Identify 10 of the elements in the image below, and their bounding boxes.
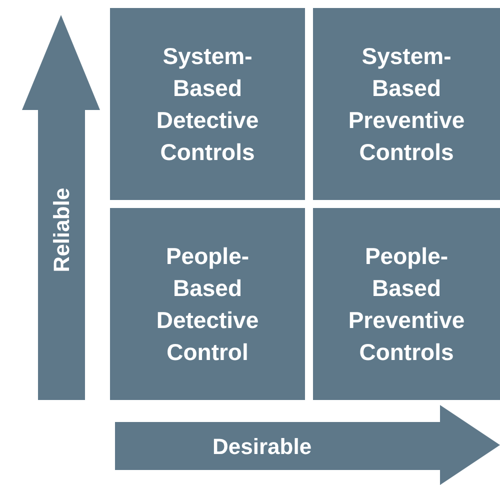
axis-label: Desirable (212, 434, 312, 460)
axis-label: Reliable (49, 188, 76, 272)
quadrant-label: People-Based Preventive Controls (347, 242, 466, 367)
quadrant-box (313, 8, 500, 200)
quadrant-label: System-Based Detective Controls (155, 42, 260, 167)
quadrant-box (110, 208, 305, 400)
quadrant-label: People-Based Detective Control (155, 242, 260, 367)
quadrant-box (110, 8, 305, 200)
quadrant-box (313, 208, 500, 400)
quadrant-label: System-Based Preventive Controls (347, 42, 466, 167)
